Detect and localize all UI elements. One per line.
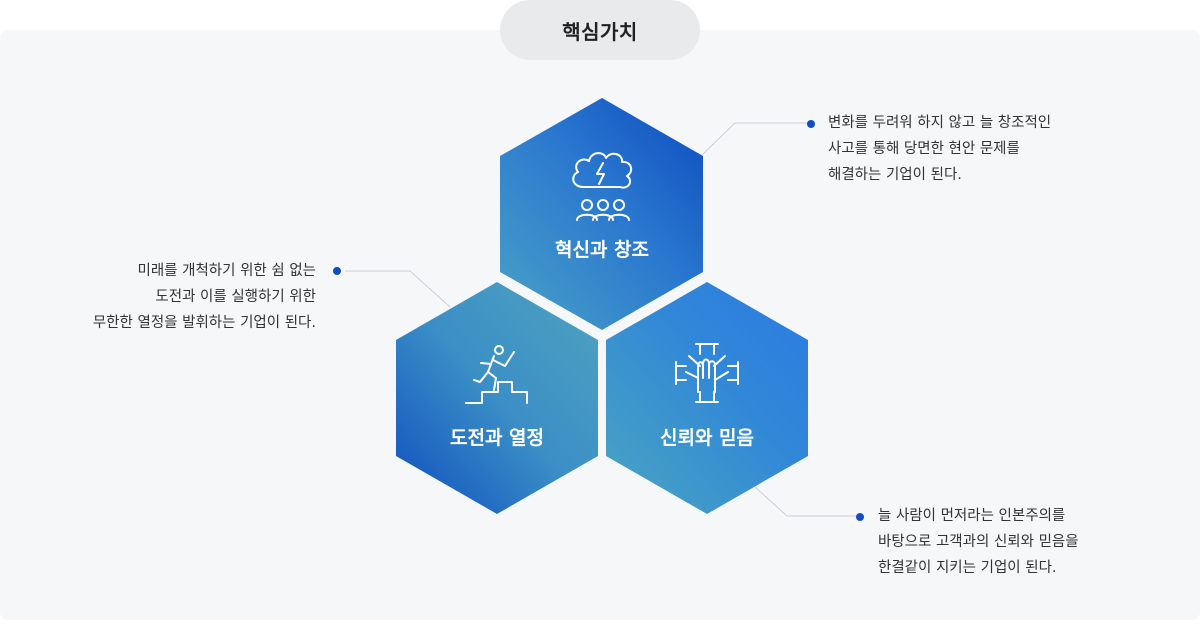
hexagon-challenge [396, 282, 598, 514]
description-line: 한결같이 지키는 기업이 된다. [878, 560, 1057, 576]
value-label-challenge: 도전과 열정 [449, 427, 544, 449]
section-title: 핵심가치 [500, 0, 700, 60]
value-description-challenge: 미래를 개척하기 위한 쉼 없는 도전과 이를 실행하기 위한 무한한 열정을 … [93, 258, 316, 336]
value-label-innovation: 혁신과 창조 [554, 239, 649, 261]
bullet-dot-challenge [333, 267, 341, 275]
connector-line-right [754, 486, 857, 517]
description-line: 바탕으로 고객과의 신뢰와 믿음을 [878, 534, 1079, 550]
description-line: 해결하는 기업이 된다. [828, 167, 962, 183]
hexagon-trust [606, 282, 808, 514]
description-line: 미래를 개척하기 위한 쉼 없는 [137, 263, 316, 279]
description-line: 사고를 통해 당면한 현안 문제를 [828, 141, 1020, 157]
description-line: 도전과 이를 실행하기 위한 [155, 289, 316, 305]
value-label-trust: 신뢰와 믿음 [659, 427, 754, 449]
description-line: 늘 사람이 먼저라는 인본주의를 [878, 508, 1066, 524]
description-line: 무한한 열정을 발휘하는 기업이 된다. [92, 315, 316, 331]
connector-line-top [701, 122, 808, 156]
description-line: 변화를 두려워 하지 않고 늘 창조적인 [828, 115, 1052, 131]
value-description-trust: 늘 사람이 먼저라는 인본주의를 바탕으로 고객과의 신뢰와 믿음을 한결같이 … [878, 503, 1079, 581]
bullet-dot-innovation [807, 120, 815, 128]
stacked-hands-icon [675, 343, 739, 403]
connector-line-left [345, 270, 451, 308]
brain-team-icon [572, 152, 633, 221]
stair-climber-icon [465, 345, 528, 404]
value-description-innovation: 변화를 두려워 하지 않고 늘 창조적인 사고를 통해 당면한 현안 문제를 해… [828, 110, 1051, 188]
bullet-dot-trust [856, 513, 864, 521]
